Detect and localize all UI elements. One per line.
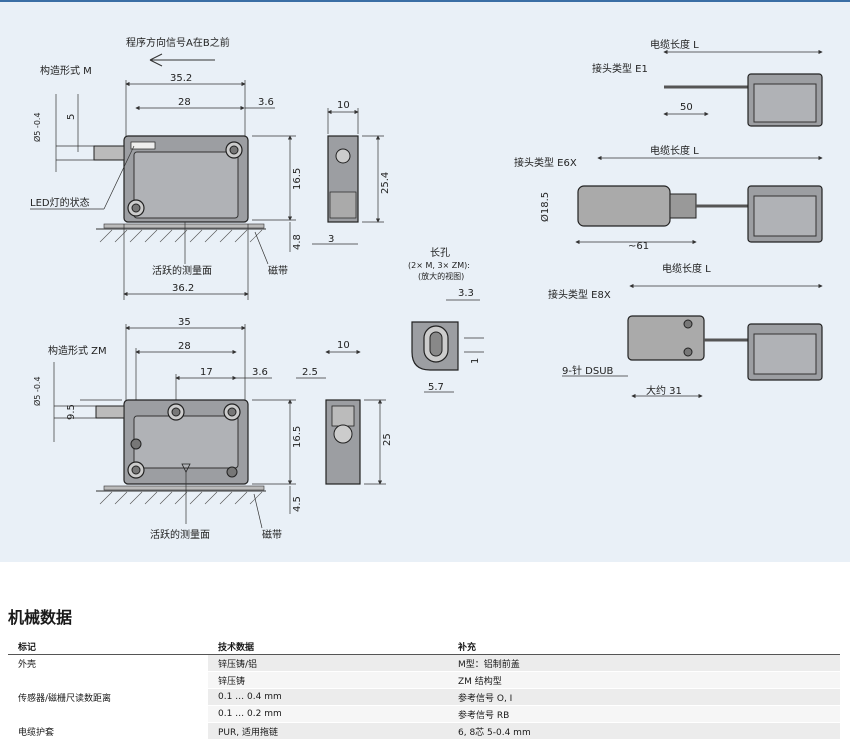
table-header-row: 标记 技术数据 补充	[8, 638, 840, 655]
cable-icon	[93, 145, 125, 161]
dim-zm-2-5: 2.5	[302, 367, 318, 378]
e8x-label: 接头类型 E8X	[548, 288, 611, 301]
e8x-approx: 大约 31	[646, 384, 682, 397]
style-zm-label: 构造形式 ZM	[48, 344, 107, 357]
slot-sub1: (2× M, 3× ZM):	[408, 261, 470, 270]
dim-zm-3-6: 3.6	[252, 367, 268, 378]
dim-m-5: 5	[66, 114, 77, 120]
cable-zm-icon	[95, 405, 125, 419]
table-row: 传感器/磁栅尺读数距离 0.1 … 0.4 mm 参考信号 O, I	[8, 688, 840, 706]
dim-m-dia5: Ø5 -0.4	[32, 112, 42, 142]
drawing-canvas: 程序方向信号A在B之前 构造形式 M 35.2 28 3.6 LED灯的状态 Ø…	[30, 36, 823, 541]
table-row: 电缆护套 PUR, 适用拖链 6, 8芯 5-0.4 mm	[8, 722, 840, 740]
dim-m-4-8: 4.8	[292, 234, 303, 250]
table-cell: 外壳	[8, 654, 208, 672]
table-cell: 6, 8芯 5-0.4 mm	[448, 722, 840, 740]
slot-5-7: 5.7	[428, 382, 444, 393]
tape-label-m: 磁带	[268, 264, 288, 277]
dim-m-16-5: 16.5	[292, 168, 303, 190]
e1-50: 50	[680, 102, 693, 113]
table-row: 锌压铸 ZM 结构型	[8, 671, 840, 689]
dim-m-side-3: 3	[328, 234, 334, 245]
e6x-cable-label: 电缆长度 L	[650, 144, 699, 157]
col-header-note: 补充	[448, 638, 840, 655]
dim-zm-28: 28	[178, 341, 191, 352]
led-icon	[130, 141, 156, 150]
table-row: 外壳 锌压铸/铝 M型：铝制前盖	[8, 654, 840, 672]
e1-label: 接头类型 E1	[592, 62, 648, 75]
active-face-marker-icon	[181, 463, 191, 473]
dim-zm-side-25: 25	[382, 433, 393, 446]
e1-cable-label: 电缆长度 L	[650, 38, 699, 51]
col-header-spec: 技术数据	[208, 638, 448, 655]
active-face-label-m: 活跃的测量面	[152, 264, 212, 277]
e6x-len: ~61	[628, 241, 649, 252]
active-face-label-zm: 活跃的测量面	[150, 528, 210, 541]
dim-m-36-2: 36.2	[172, 283, 194, 294]
dim-zm-16-5: 16.5	[292, 426, 303, 448]
slot-1: 1	[470, 358, 481, 364]
dim-m-28: 28	[178, 97, 191, 108]
table-cell: 0.1 … 0.4 mm	[208, 688, 448, 706]
slot-title: 长孔	[430, 247, 450, 259]
technical-drawing: 程序方向信号A在B之前 构造形式 M 35.2 28 3.6 LED灯的状态 Ø…	[0, 0, 850, 562]
slot-3-3: 3.3	[458, 288, 474, 299]
table-cell	[8, 671, 208, 689]
table-cell: 参考信号 O, I	[448, 688, 840, 706]
e8x-dsub-label: 9-针 DSUB	[562, 364, 614, 377]
dim-zm-4-5: 4.5	[292, 496, 303, 512]
dim-m-35-2: 35.2	[170, 73, 192, 84]
top-arrow-label: 程序方向信号A在B之前	[126, 36, 230, 49]
spec-table: 标记 技术数据 补充 外壳 锌压铸/铝 M型：铝制前盖 锌压铸 ZM 结构型 传…	[8, 638, 840, 740]
dim-zm-side-10: 10	[337, 340, 350, 351]
dim-zm-dia5: Ø5 -0.4	[32, 376, 42, 406]
table-cell: 传感器/磁栅尺读数距离	[8, 688, 208, 706]
tape-label-zm: 磁带	[262, 528, 282, 541]
style-m-label: 构造形式 M	[40, 64, 92, 77]
dim-m-3-6: 3.6	[258, 97, 274, 108]
table-cell: 0.1 … 0.2 mm	[208, 705, 448, 723]
e6x-dia: Ø18.5	[539, 192, 551, 222]
table-cell: PUR, 适用拖链	[208, 722, 448, 740]
table-cell: 电缆护套	[8, 722, 208, 740]
dim-zm-17: 17	[200, 367, 213, 378]
magnetic-tape	[103, 223, 265, 229]
table-cell: 参考信号 RB	[448, 705, 840, 723]
section-title: 机械数据	[8, 608, 73, 627]
table-cell: M型：铝制前盖	[448, 654, 840, 672]
e6x-connector	[577, 185, 671, 227]
table-row: 0.1 … 0.2 mm 参考信号 RB	[8, 705, 840, 723]
table-cell: 锌压铸/铝	[208, 654, 448, 672]
dim-zm-9-5: 9.5	[66, 404, 77, 420]
table-cell: 锌压铸	[208, 671, 448, 689]
col-header-mark: 标记	[8, 638, 208, 655]
table-cell: ZM 结构型	[448, 671, 840, 689]
e8x-dsub	[627, 315, 705, 361]
e6x-label: 接头类型 E6X	[514, 156, 577, 169]
led-label: LED灯的状态	[30, 196, 90, 209]
dim-m-side-25-4: 25.4	[380, 172, 391, 194]
direction-arrow-icon	[149, 53, 215, 67]
e8x-cable-label: 电缆长度 L	[662, 262, 711, 275]
dim-zm-35: 35	[178, 317, 191, 328]
dim-m-side-10: 10	[337, 100, 350, 111]
magnetic-tape-zm	[103, 485, 265, 491]
table-cell	[8, 705, 208, 723]
slot-sub2: (放大的视图)	[418, 271, 464, 281]
